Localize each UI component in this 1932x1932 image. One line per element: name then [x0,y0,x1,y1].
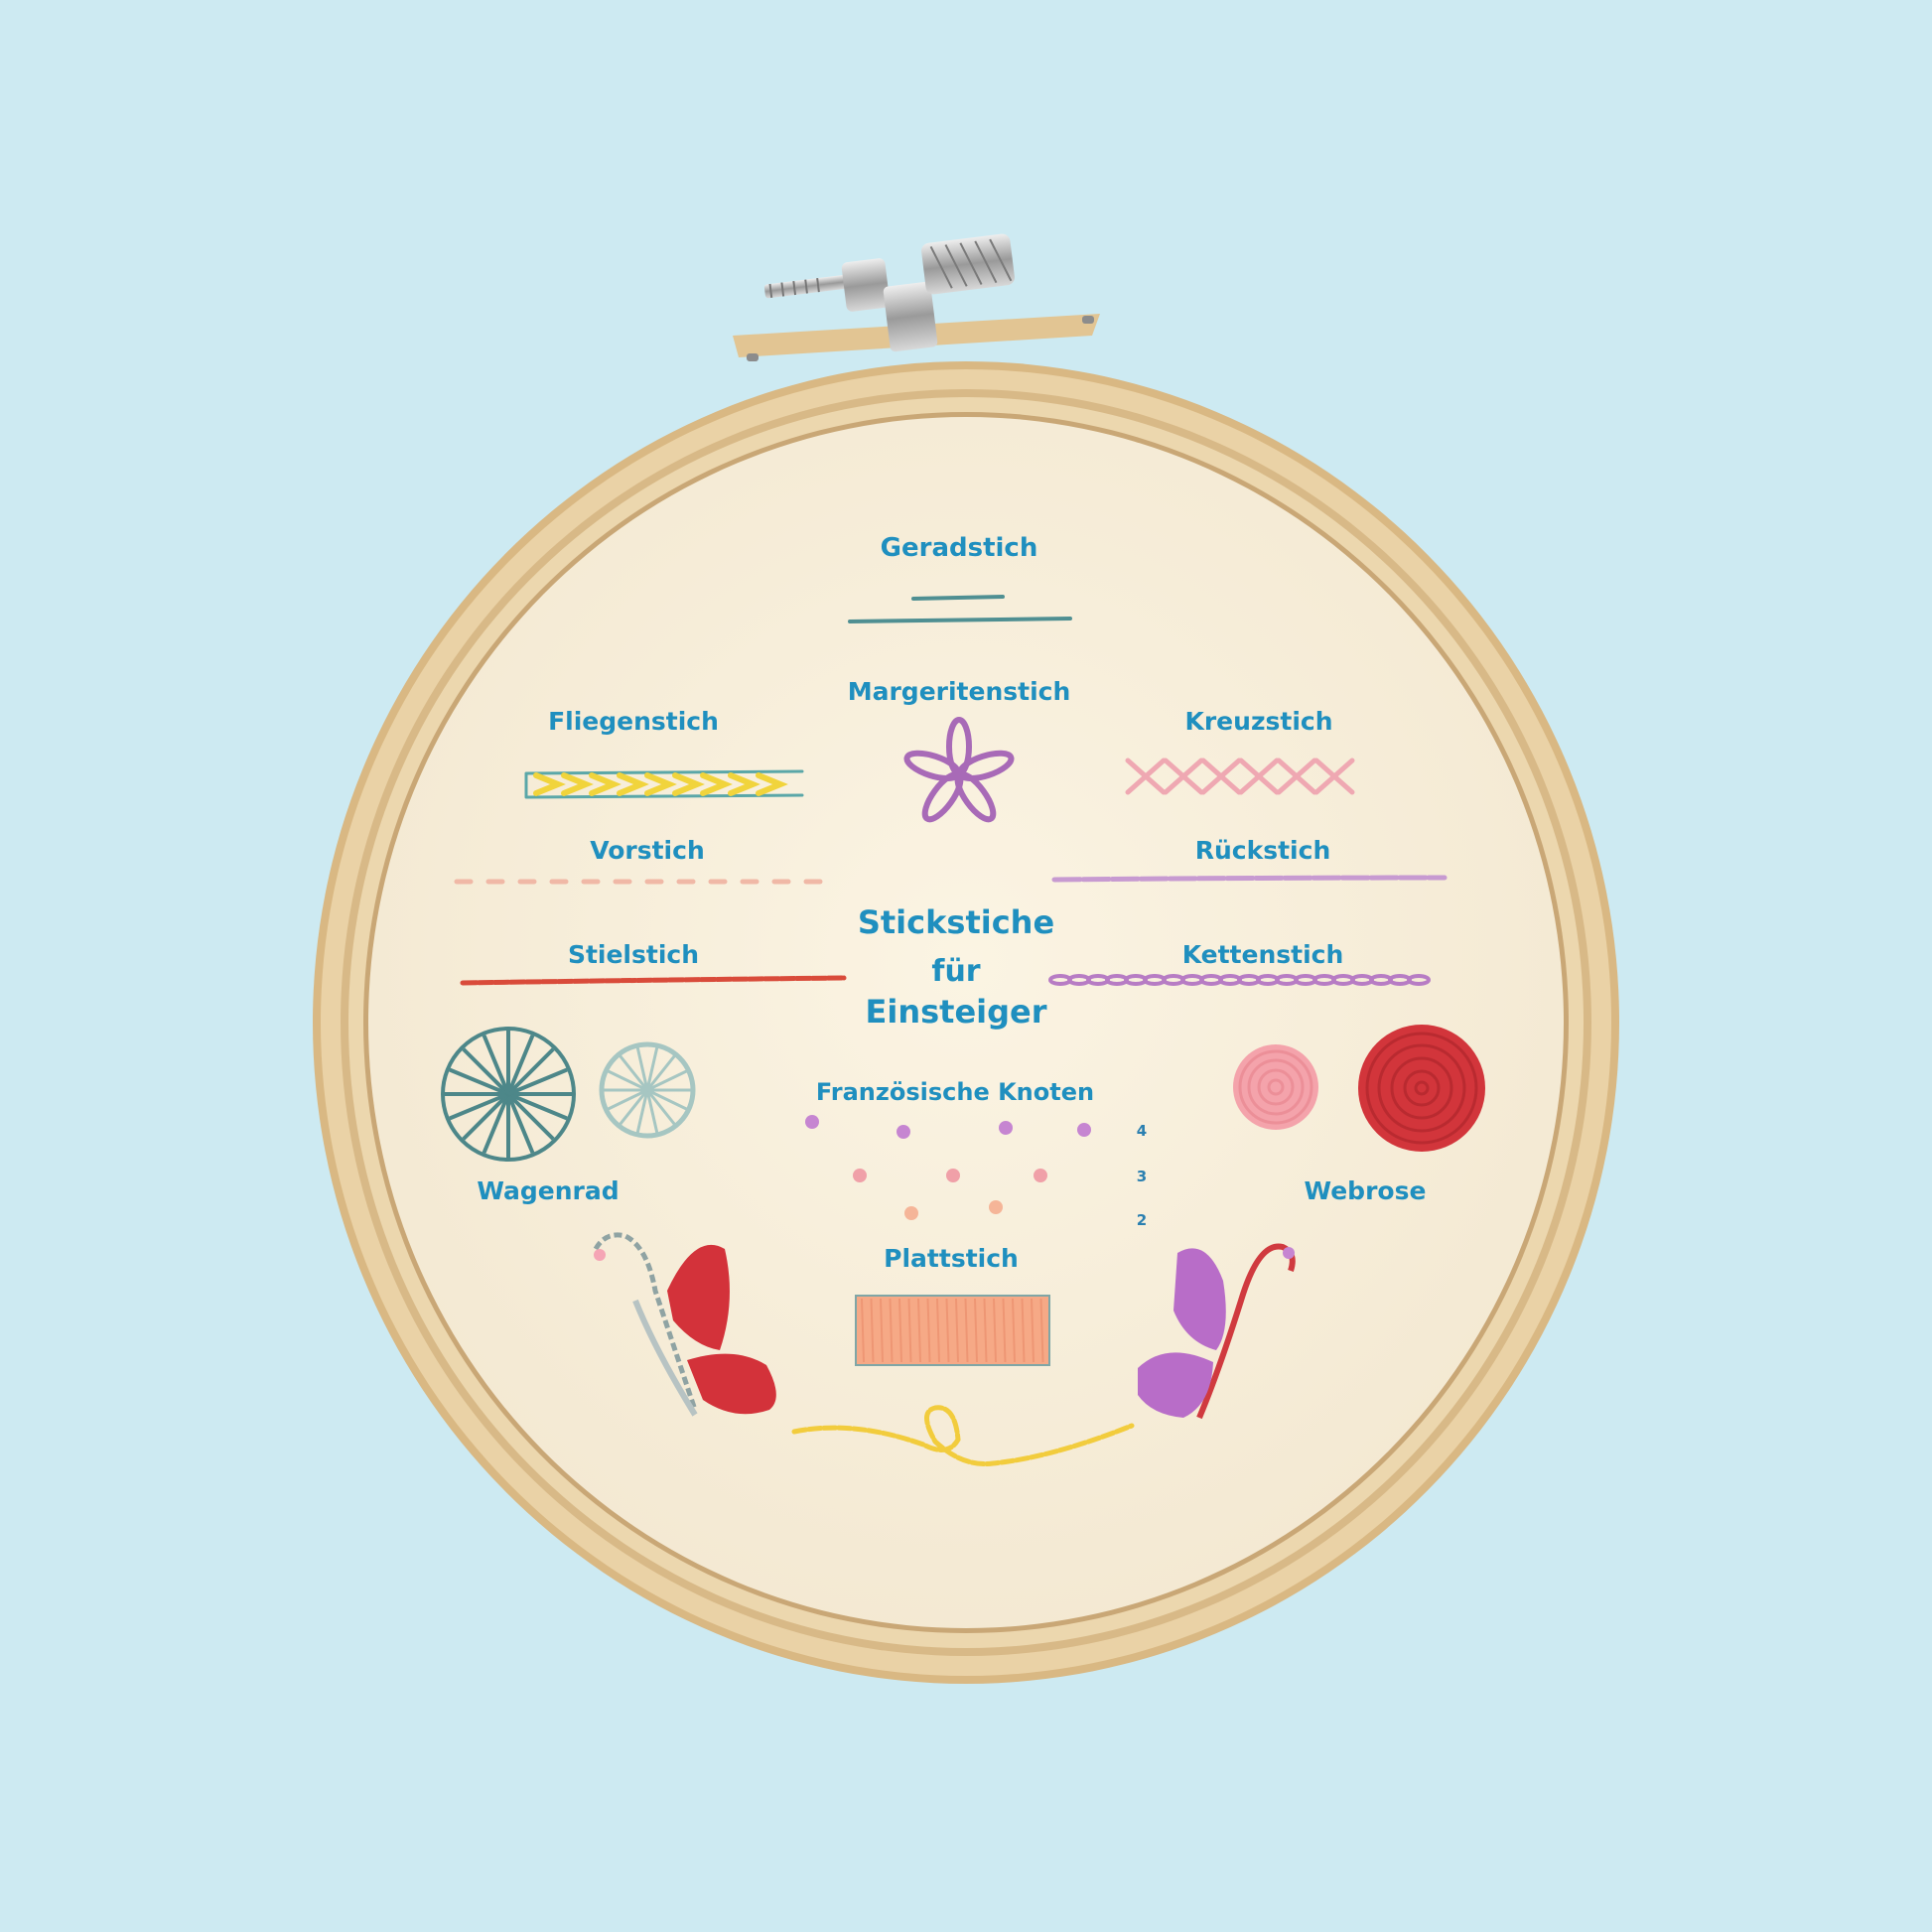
cross-stitch [1125,758,1167,795]
satin-stitch [870,1298,875,1363]
wheel-spoke [646,1069,688,1092]
wheel-spoke [645,1089,676,1126]
wheel-spoke [645,1046,659,1091]
fly-stitch [589,772,621,796]
butterfly-right-purple [1138,1243,1296,1420]
knoten-counts: 4 3 2 [1137,1122,1147,1229]
geradstich-sample [848,595,1072,623]
label-geradstich: Geradstich [881,533,1038,563]
satin-stitch [917,1298,921,1363]
label-fliegenstich: Fliegenstich [548,707,719,736]
fly-stitch [533,772,566,796]
cross-stitch [1276,758,1317,795]
webrose-red [1358,1025,1485,1152]
satin-stitch [1021,1298,1026,1363]
label-rueckstich: Rückstich [1195,836,1331,865]
label-wagenrad: Wagenrad [477,1176,619,1205]
label-vorstich: Vorstich [590,836,705,865]
label-franzoesische-knoten: Französische Knoten [816,1078,1094,1106]
satin-stitch [945,1298,950,1363]
franzoesische-knoten-sample [805,1115,1091,1220]
label-webrose: Webrose [1305,1176,1427,1205]
satin-stitch [1039,1298,1044,1363]
satin-stitch [1031,1298,1035,1363]
rueckstich-sample [1051,875,1448,883]
wheel-spoke [449,1092,509,1121]
chain-stitch [1407,974,1431,986]
wheel-spoke [646,1088,688,1111]
satin-stitch [936,1298,940,1363]
wheel-spoke [506,1047,555,1096]
kreuzstich-sample [1125,758,1355,795]
satin-stitch [926,1298,931,1363]
wagenrad-large [441,1027,576,1162]
wheel-spoke [462,1092,510,1141]
cross-stitch [1163,758,1204,795]
wheel-spoke [506,1092,555,1141]
hoop-clamp-screw [733,233,1100,361]
wheel-spoke [449,1067,509,1096]
satin-stitch [889,1298,894,1363]
plattstich-block [855,1295,1050,1366]
wheel-spoke [482,1035,510,1095]
satin-stitch [974,1298,978,1363]
satin-stitch [1012,1298,1016,1363]
stielstich-sample [460,975,847,986]
wheel-spoke [607,1069,648,1092]
satin-stitch [861,1298,865,1363]
fly-stitch [672,772,705,796]
margeritenstich-flower [903,717,1015,823]
fly-stitch [728,772,760,796]
yellow-loop-line [791,1405,1135,1467]
fly-stitch [617,772,649,796]
cross-stitch [1238,758,1280,795]
fly-stitch [700,772,733,796]
wheel-spoke [645,1089,659,1134]
satin-stitch [898,1298,902,1363]
wheel-spoke [506,1093,535,1154]
satin-stitch [880,1298,884,1363]
wheel-spoke [507,1067,568,1096]
svg-text:3: 3 [1137,1168,1147,1185]
fliegenstich-sample [524,769,804,799]
fly-stitch [756,772,788,796]
svg-text:für: für [931,954,980,989]
wheel-spoke [507,1092,568,1121]
page-title: Stickstiche für Einsteiger [858,903,1054,1031]
butterfly-left-red [593,1232,776,1417]
cross-stitch [1313,758,1355,795]
satin-stitch [983,1298,988,1363]
wagenrad-small [599,1041,696,1139]
wheel-spoke [645,1054,676,1091]
satin-stitch [955,1298,959,1363]
label-kettenstich: Kettenstich [1182,940,1344,969]
satin-stitch [907,1298,912,1363]
wheel-spoke [619,1089,649,1126]
wheel-spoke [462,1047,510,1096]
kettenstich-sample [1048,974,1431,986]
label-margeritenstich: Margeritenstich [848,677,1071,706]
wheel-spoke [635,1046,649,1091]
wheel-spoke [619,1054,649,1091]
wheel-spoke [506,1035,535,1095]
svg-text:4: 4 [1137,1122,1147,1140]
svg-text:Einsteiger: Einsteiger [865,993,1046,1031]
satin-stitch [993,1298,997,1363]
webrose-pink [1233,1044,1318,1130]
wheel-spoke [607,1088,648,1111]
label-stielstich: Stielstich [568,940,699,969]
satin-stitch [1002,1298,1007,1363]
fly-stitch [644,772,677,796]
label-kreuzstich: Kreuzstich [1184,707,1332,736]
cross-stitch [1200,758,1242,795]
satin-stitch [964,1298,969,1363]
wheel-spoke [482,1093,510,1154]
svg-text:Stickstiche: Stickstiche [858,903,1054,941]
svg-text:2: 2 [1137,1211,1147,1229]
wheel-spoke [635,1089,649,1134]
label-plattstich: Plattstich [884,1244,1019,1273]
fly-stitch [561,772,594,796]
